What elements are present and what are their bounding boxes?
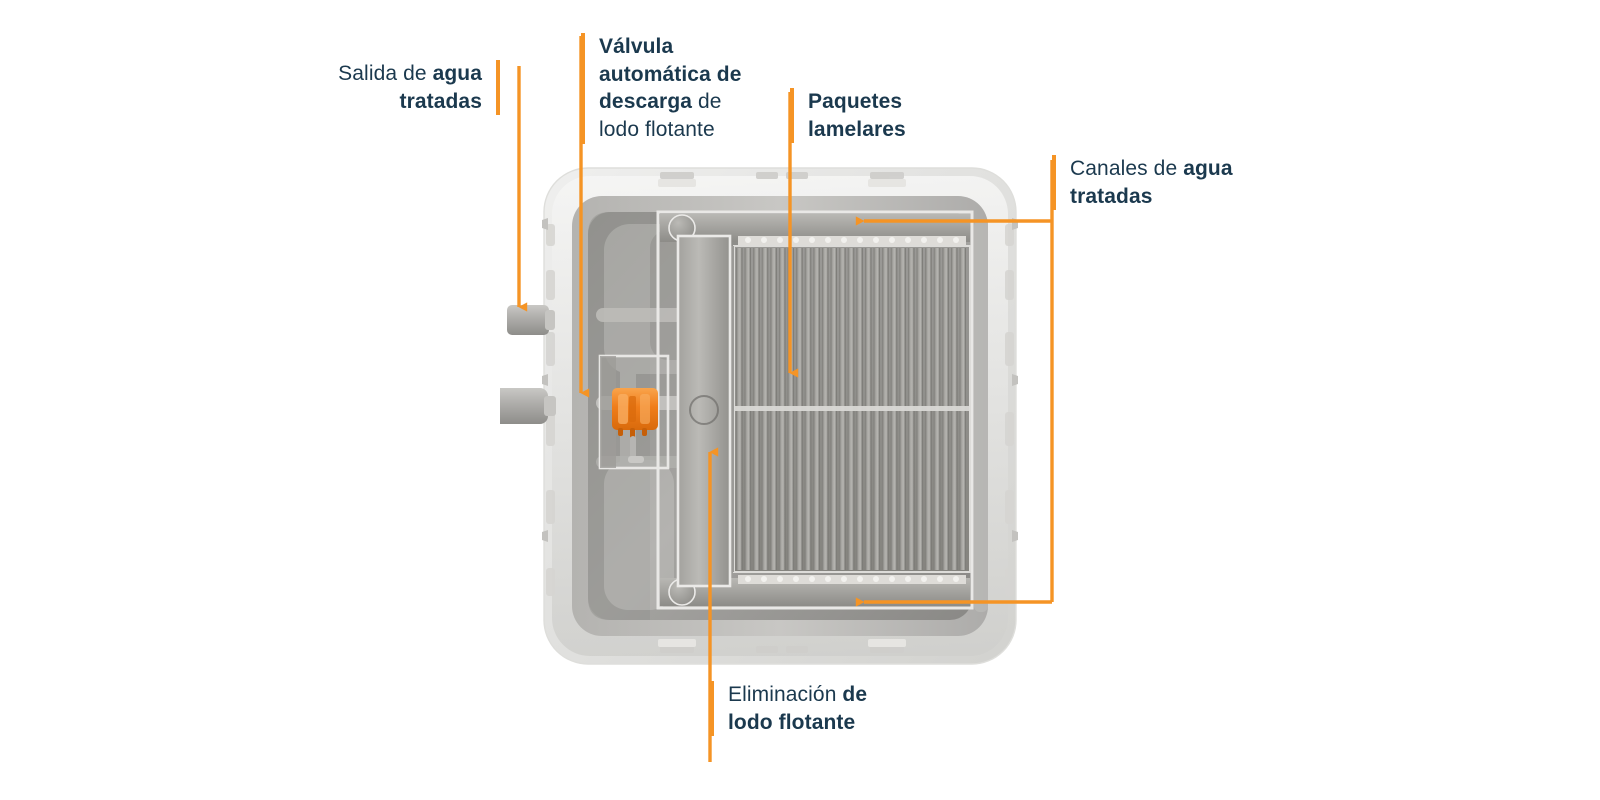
label-canales-line-1: Canales de agua <box>1070 157 1233 180</box>
label-valvula-automatica-descarga: Válvula automática de descarga de lodo f… <box>581 33 799 144</box>
label-valvula-line-1: Válvula <box>599 35 674 58</box>
label-eliminacion-line-1: Eliminación de <box>728 683 868 706</box>
outlet-pipe-upper <box>507 305 555 335</box>
floating-sludge-skimmer <box>676 234 732 588</box>
label-valvula-line-2: automática de <box>599 62 742 86</box>
lamella-separator-render <box>500 160 1060 680</box>
label-paquetes-line-1: Paquetes <box>808 90 903 113</box>
label-paquetes-line-2: lamelares <box>808 117 906 141</box>
lamella-plates <box>734 248 970 570</box>
label-valvula-line-3: descarga de <box>599 90 722 114</box>
label-canales-line-2: tratadas <box>1070 184 1153 208</box>
label-canales-agua-tratadas: Canales de agua tratadas <box>1052 155 1300 211</box>
label-eliminacion-line-2: lodo flotante <box>728 710 856 734</box>
label-eliminacion-lodo-flotante: Eliminación de lodo flotante <box>710 681 958 737</box>
label-salida-line-2: tratadas <box>399 89 482 113</box>
label-salida-agua-tratadas: Salida de agua tratadas <box>300 60 500 116</box>
label-paquetes-lamelares: Paquetes lamelares <box>790 88 998 144</box>
valve-housing <box>598 354 670 470</box>
inlet-pipe-lower <box>500 388 556 424</box>
label-salida-line-1: Salida de agua <box>338 62 482 85</box>
automatic-discharge-valve <box>612 388 658 463</box>
label-valvula-line-4: lodo flotante <box>599 118 715 142</box>
